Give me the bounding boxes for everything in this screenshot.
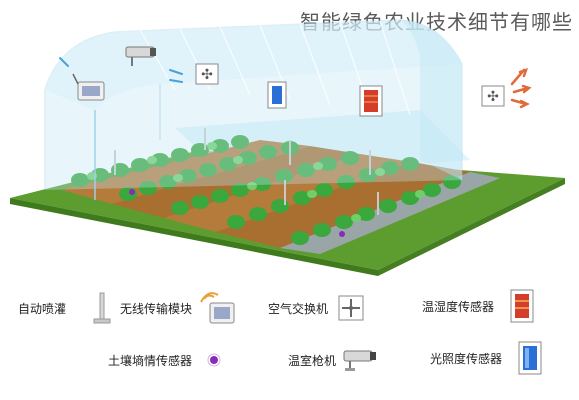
legend-item-soil-sensor: 土壤墒情传感器 [108, 342, 224, 378]
light-sensor-icon [518, 341, 542, 375]
legend-label-soil-sensor: 土壤墒情传感器 [108, 353, 193, 368]
legend-item-sprinkler: 自动喷灌 [18, 290, 116, 326]
plants [71, 135, 461, 245]
camera-icon [343, 350, 377, 371]
light-sensor-device [267, 81, 287, 109]
legend-label-camera: 温室枪机 [288, 353, 337, 368]
legend-label-light-sensor: 光照度传感器 [430, 351, 503, 366]
intake-arrows [59, 57, 183, 83]
air-exchanger-left: ✣ [195, 63, 219, 85]
air-exchanger-icon [338, 295, 364, 321]
soil-sensor-dots [129, 189, 345, 237]
legend-label-temp-humidity: 温湿度传感器 [422, 299, 495, 314]
legend-label-air-exchanger: 空气交换机 [268, 301, 329, 316]
legend-item-temp-humidity: 温湿度传感器 [422, 288, 536, 324]
greenhouse-illustration: ✣ ✣ [10, 19, 565, 276]
airflow-arrows [510, 68, 532, 109]
temp-humidity-sensor-icon [510, 289, 534, 323]
wireless-module-icon [200, 292, 235, 324]
svg-text:✣: ✣ [201, 67, 213, 83]
temp-humidity-device [359, 85, 383, 117]
legend-item-air-exchanger: 空气交换机 [268, 290, 366, 326]
legend-label-sprinkler: 自动喷灌 [18, 301, 67, 316]
legend-item-wireless: 无线传输模块 [120, 290, 238, 326]
legend-item-camera: 温室枪机 [288, 342, 380, 378]
svg-text:✣: ✣ [487, 89, 499, 105]
soil-sensor-dot-icon [207, 353, 221, 367]
sprinkler-posts [114, 128, 379, 215]
sprinkler-icon [93, 292, 111, 324]
legend-label-wireless: 无线传输模块 [120, 301, 193, 316]
greenhouse-structure [44, 19, 463, 200]
air-exchanger-right: ✣ [481, 85, 505, 107]
camera-device [125, 46, 156, 66]
wireless-module [72, 73, 105, 101]
legend-item-light-sensor: 光照度传感器 [430, 340, 544, 376]
device-legend: 自动喷灌 无线传输模块 空气交换机 温湿度传感器 [0, 276, 579, 400]
